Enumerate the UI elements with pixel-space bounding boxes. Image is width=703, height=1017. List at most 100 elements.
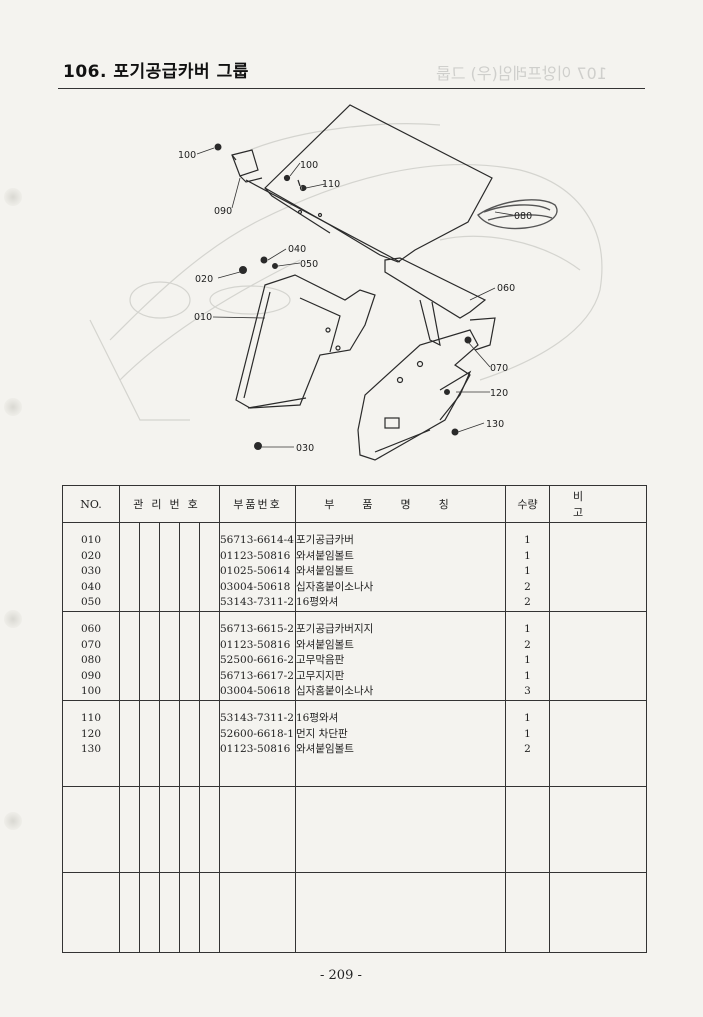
part-name: 포기공급카버지지 (296, 622, 374, 635)
part-number: 01123-50816 (220, 549, 291, 562)
item-no: 110 (80, 711, 102, 724)
no-cell: 010 020 030 040 050 (62, 522, 120, 612)
part-name: 십자홈붙이소나사 (296, 580, 374, 593)
header-note: 비고 (549, 485, 647, 523)
part-name: 고무지지판 (296, 669, 345, 682)
item-no: 120 (80, 727, 102, 740)
part-number: 03004-50618 (220, 580, 291, 593)
item-no: 080 (80, 654, 102, 667)
part-name: 십자홈붙이소나사 (296, 685, 374, 698)
table-empty-row (62, 871, 647, 953)
bracket-090 (231, 149, 263, 183)
no-cell: 110 120 130 (62, 699, 120, 787)
part-name: 먼지 차단판 (296, 727, 348, 740)
mgmt-cell (119, 522, 220, 612)
label-100: 100 (300, 160, 318, 171)
punch-hole (4, 398, 22, 416)
note-cell (549, 610, 647, 701)
item-no: 010 (80, 534, 102, 546)
item-no: 090 (80, 669, 102, 682)
header-qty: 수량 (505, 485, 550, 523)
quantity: 1 (524, 622, 531, 635)
table-group-1: 010 020 030 040 050 56713-6614-4 01123-50816 0… (62, 522, 647, 612)
table-empty-row (62, 785, 647, 873)
part-number: 56713-6614-4 (220, 534, 294, 546)
quantity: 2 (524, 580, 531, 593)
quantity: 1 (524, 549, 531, 562)
quantity: 1 (524, 654, 531, 667)
part-number: 56713-6615-2 (220, 622, 294, 635)
part-name: 와셔붙임볼트 (296, 549, 354, 562)
item-no: 030 (80, 565, 102, 578)
label-130: 130 (486, 419, 504, 430)
part-name: 16평와셔 (296, 711, 339, 724)
quantity: 1 (524, 727, 531, 740)
page-number: - 209 - (320, 968, 362, 983)
title-rule (58, 88, 645, 89)
item-no: 050 (80, 596, 102, 609)
quantity: 1 (524, 534, 531, 546)
punch-hole (4, 188, 22, 206)
item-no: 020 (80, 549, 102, 562)
cover-plate (264, 104, 493, 263)
part-number: 53143-7311-2 (220, 596, 294, 609)
quantity: 2 (524, 596, 531, 609)
part-name: 포기공급카버 (296, 534, 354, 546)
table-header-row: NO. 관리번호 부품번호 부품명칭 수량 비고 (62, 485, 647, 523)
header-no: NO. (62, 485, 120, 523)
header-mgmt: 관리번호 (119, 485, 220, 523)
item-no: 130 (80, 743, 102, 756)
page-title: 106. 포기공급카버 그룹 (63, 62, 249, 82)
cover-010 (235, 274, 376, 409)
part-number: 52500-6616-2 (220, 654, 294, 667)
part-number: 56713-6617-2 (220, 669, 294, 682)
label-080: 080 (514, 211, 532, 222)
item-no: 040 (80, 580, 102, 593)
label-090: 090 (214, 206, 232, 217)
parts-diagram: 100 100 110 090 080 040 050 020 060 010 … (89, 104, 603, 461)
header-name: 부품명칭 (295, 485, 506, 523)
note-cell (549, 522, 647, 612)
part-number: 01123-50816 (220, 638, 291, 651)
item-no: 060 (80, 622, 102, 635)
quantity: 1 (524, 669, 531, 682)
part-name: 와셔붙임볼트 (296, 565, 354, 578)
header-part-no: 부품번호 (219, 485, 296, 523)
label-070: 070 (490, 363, 508, 374)
quantity: 1 (524, 711, 531, 724)
punch-hole (4, 610, 22, 628)
label-010: 010 (194, 312, 212, 323)
part-number: 53143-7311-2 (220, 711, 294, 724)
mgmt-cell (119, 610, 220, 701)
bleed-through-drawing (89, 123, 603, 421)
mgmt-cell (119, 699, 220, 787)
item-no: 070 (80, 638, 102, 651)
part-name: 16평와셔 (296, 596, 339, 609)
quantity: 2 (524, 743, 531, 756)
part-name: 와셔붙임볼트 (296, 638, 354, 651)
part-number: 03004-50618 (220, 685, 291, 698)
part-no-cell: 56713-6615-2 01123-50816 52500-6616-2 56713… (219, 610, 296, 701)
part-no-cell: 56713-6614-4 01123-50816 01025-50614 03004-… (219, 522, 296, 612)
quantity: 2 (524, 638, 531, 651)
label-120: 120 (490, 388, 508, 399)
no-cell: 060 070 080 090 100 (62, 610, 120, 701)
part-name: 고무막음판 (296, 654, 345, 667)
parts-table: NO. 관리번호 부품번호 부품명칭 수량 비고 010 020 030 040 050… (62, 485, 647, 953)
label-040: 040 (288, 244, 306, 255)
label-050: 050 (300, 259, 318, 270)
support-060 (245, 179, 487, 347)
item-no: 100 (80, 685, 102, 698)
label-060: 060 (497, 283, 515, 294)
part-name: 와셔붙임볼트 (296, 743, 354, 756)
punch-hole (4, 812, 22, 830)
part-number: 01025-50614 (220, 565, 291, 578)
label-020: 020 (195, 274, 213, 285)
part-number: 01123-50816 (220, 743, 291, 756)
